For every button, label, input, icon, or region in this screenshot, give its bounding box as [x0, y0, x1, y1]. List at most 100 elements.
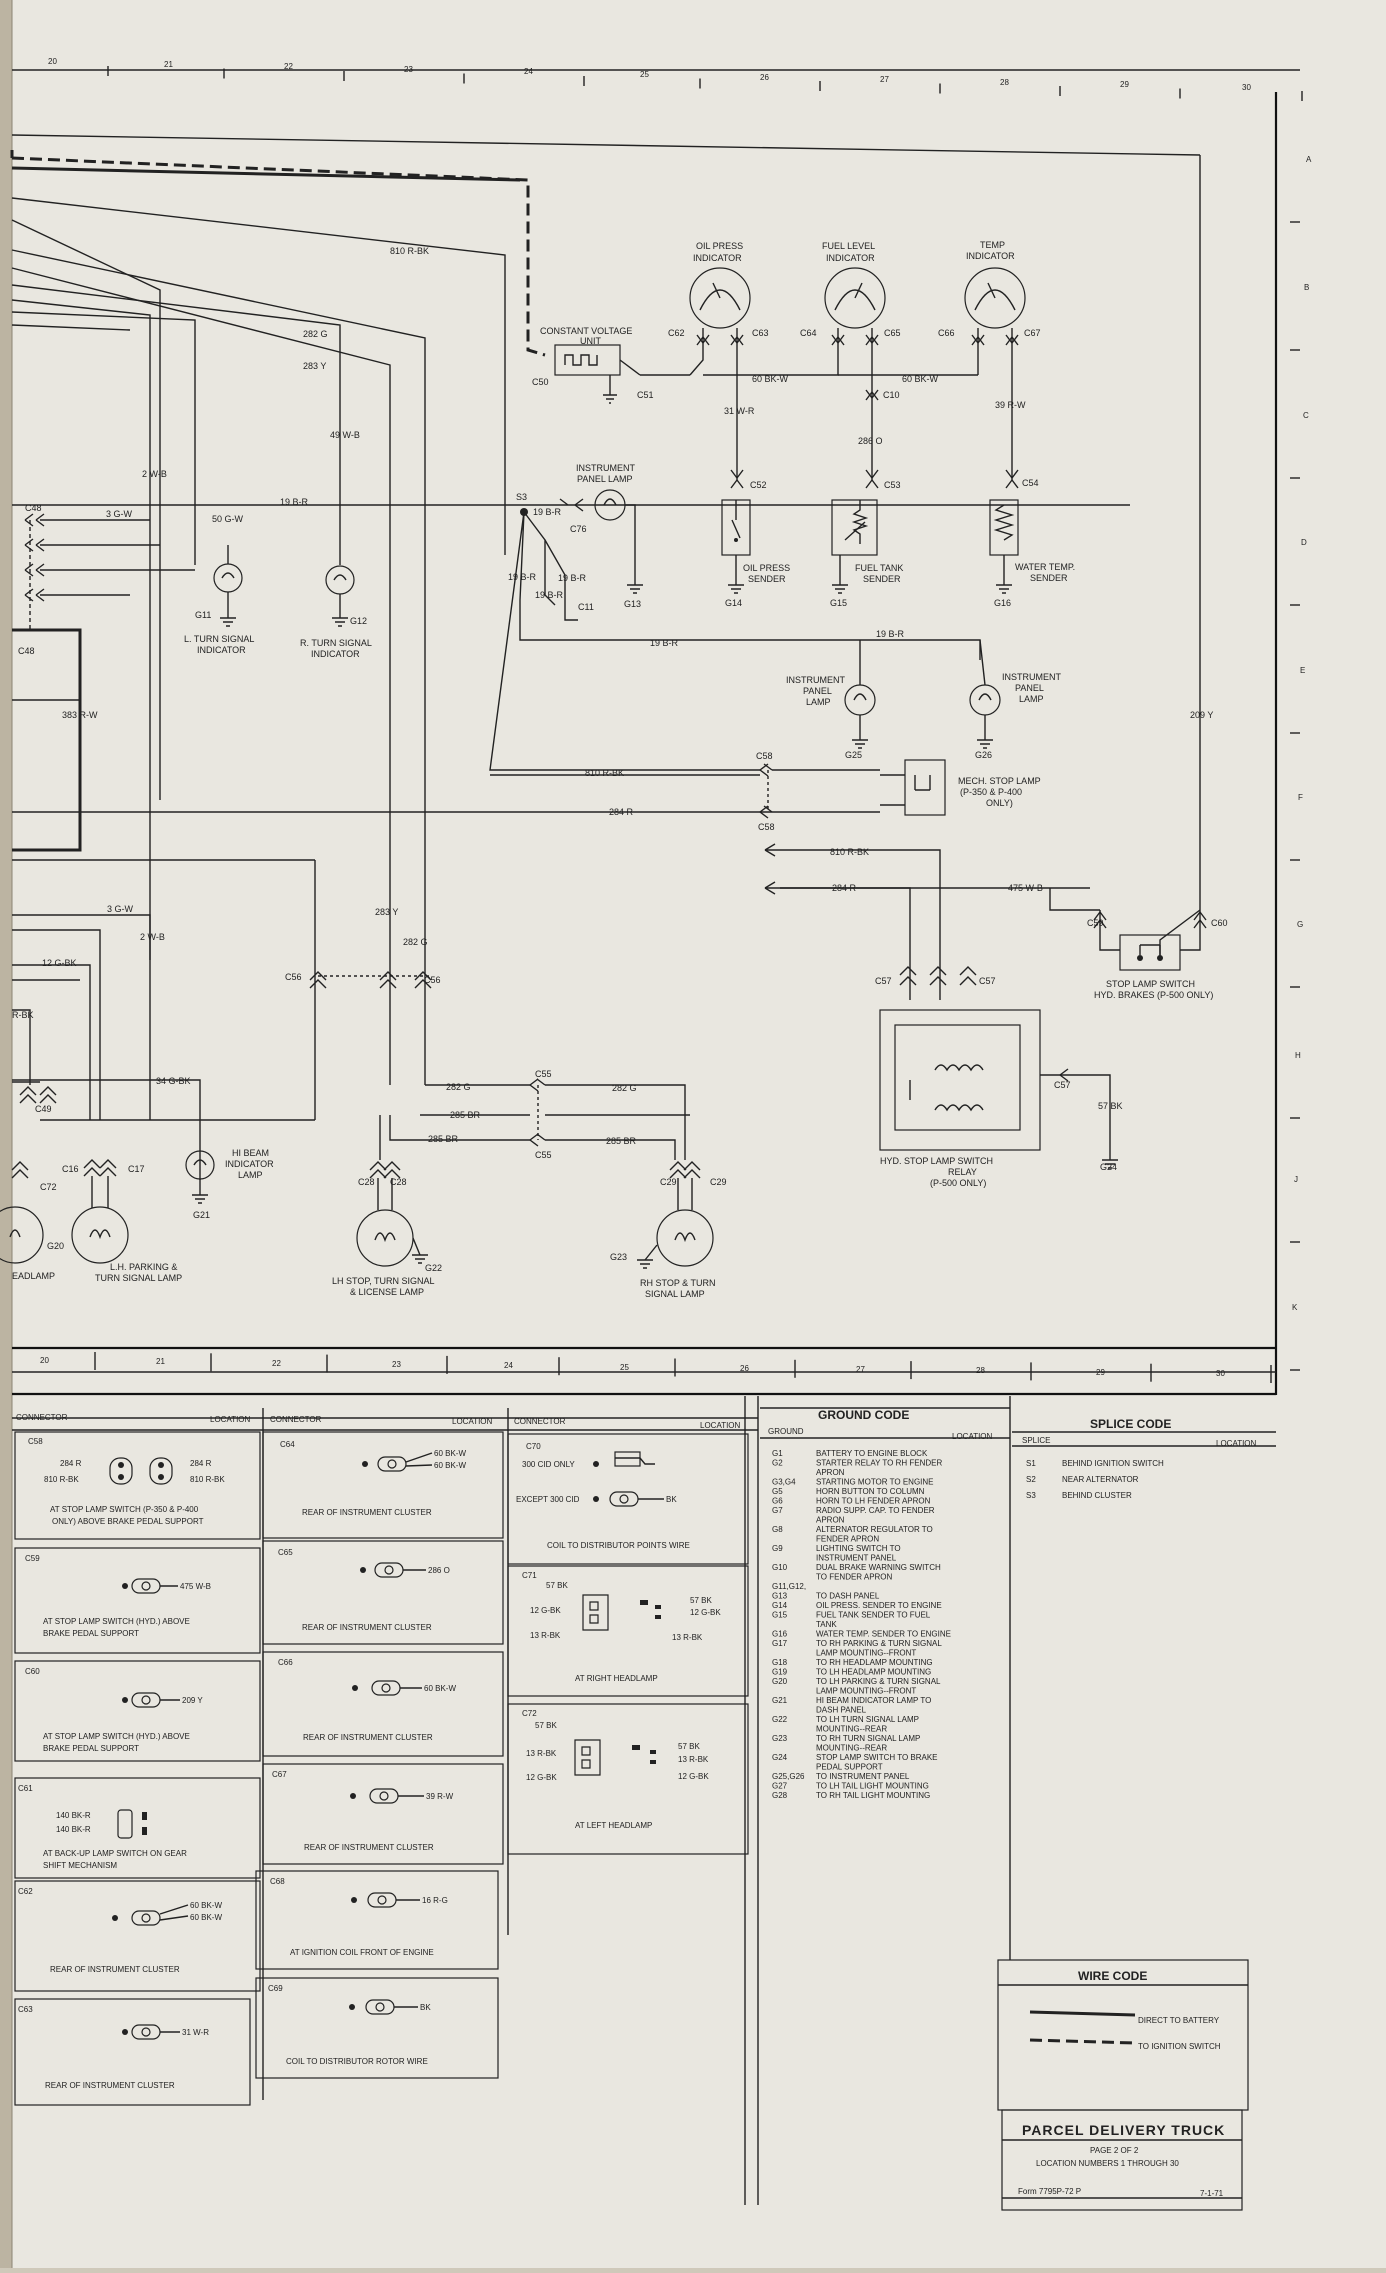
grid-row-B: B — [1304, 283, 1309, 292]
label-19br-e: 19 B-R — [535, 590, 564, 600]
c71-wire-r3: 13 R-BK — [672, 1633, 703, 1642]
ground-desc-18-1: DASH PANEL — [816, 1706, 867, 1715]
c70-wire: BK — [666, 1495, 677, 1504]
label-c63: C63 — [752, 328, 769, 338]
c59-desc-2: BRAKE PEDAL SUPPORT — [43, 1629, 139, 1638]
title-page: PAGE 2 OF 2 — [1090, 2146, 1139, 2155]
wire-code-title: WIRE CODE — [1078, 1969, 1147, 1983]
label-g22: G22 — [425, 1263, 442, 1273]
label-ipl-mid-1: INSTRUMENT — [786, 675, 845, 685]
label-c10: C10 — [883, 390, 900, 400]
label-relay-1: HYD. STOP LAMP SWITCH — [880, 1156, 993, 1166]
label-c62: C62 — [668, 328, 685, 338]
wire-code-battery: DIRECT TO BATTERY — [1138, 2016, 1220, 2025]
c58-wire-r1: 284 R — [190, 1459, 212, 1468]
grid-top-22: 22 — [284, 62, 293, 71]
c72-wire-l1: 57 BK — [535, 1721, 557, 1730]
ground-code-13: G16 — [772, 1630, 788, 1639]
ground-desc-10-0: TO DASH PANEL — [816, 1592, 880, 1601]
ground-desc-17-0: TO LH PARKING & TURN SIGNAL — [816, 1677, 941, 1686]
ground-desc-6-0: ALTERNATOR REGULATOR TO — [816, 1525, 933, 1534]
connector-c56 — [309, 971, 432, 989]
label-mech-stop-2: (P-350 & P-400 — [960, 787, 1022, 797]
label-c55-b: C55 — [535, 1150, 552, 1160]
c68-code: C68 — [270, 1877, 285, 1886]
c67-code: C67 — [272, 1770, 287, 1779]
c67-wire: 39 R-W — [426, 1792, 454, 1801]
label-c52: C52 — [750, 480, 767, 490]
label-lh-stop-2: & LICENSE LAMP — [350, 1287, 424, 1297]
title-form: Form 7795P-72 P — [1018, 2187, 1081, 2196]
splice-desc-2: BEHIND CLUSTER — [1062, 1491, 1132, 1500]
label-282g-c: 282 G — [446, 1082, 471, 1092]
label-c57-a: C57 — [875, 976, 892, 986]
c72-wire-l3: 12 G-BK — [526, 1773, 557, 1782]
c61-wire-1: 140 BK-R — [56, 1811, 91, 1820]
conn-c64: C64 60 BK-W 60 BK-W REAR OF INSTRUMENT C… — [262, 1431, 504, 1539]
connector-c57-top — [899, 966, 977, 986]
label-c59: C59 — [1087, 918, 1104, 928]
label-ipl-right-3: LAMP — [1019, 694, 1044, 704]
label-c54: C54 — [1022, 478, 1039, 488]
c71-wire-l3: 13 R-BK — [530, 1631, 561, 1640]
hi-beam-indicator-lamp — [185, 1150, 215, 1204]
label-c29-b: C29 — [710, 1177, 727, 1187]
grid-top-26: 26 — [760, 73, 769, 82]
ground-code-10: G13 — [772, 1592, 788, 1601]
label-c56-a: C56 — [285, 972, 302, 982]
grid-row-F: F — [1298, 793, 1303, 802]
label-rh-stop-1: RH STOP & TURN — [640, 1278, 716, 1288]
ground-code-8: G10 — [772, 1563, 788, 1572]
ground-code-9: G11,G12, — [772, 1582, 806, 1591]
label-fuel-sender-1: FUEL TANK — [855, 563, 903, 573]
conn-c60: C60 209 Y AT STOP LAMP SWITCH (HYD.) ABO… — [14, 1660, 261, 1762]
label-c50: C50 — [532, 377, 549, 387]
mech-stop-lamp-switch — [880, 759, 946, 816]
hdr-location-3: LOCATION — [700, 1421, 741, 1430]
ground-code-17: G20 — [772, 1677, 788, 1686]
conn-c69: C69 BK COIL TO DISTRIBUTOR ROTOR WIRE — [255, 1977, 499, 2079]
label-rturn-2: INDICATOR — [311, 649, 360, 659]
label-c16: C16 — [62, 1164, 79, 1174]
ground-code-2: G3,G4 — [772, 1478, 796, 1487]
label-c17: C17 — [128, 1164, 145, 1174]
c67-desc: REAR OF INSTRUMENT CLUSTER — [304, 1843, 434, 1852]
ground-code-5: G7 — [772, 1506, 783, 1515]
ground-hdr-r: LOCATION — [952, 1432, 993, 1441]
label-rh-stop-2: SIGNAL LAMP — [645, 1289, 705, 1299]
label-hibeam-1: HI BEAM — [232, 1148, 269, 1158]
grid-row-C: C — [1303, 411, 1309, 420]
c72-desc: AT LEFT HEADLAMP — [575, 1821, 652, 1830]
c65-code: C65 — [278, 1548, 293, 1557]
c65-desc: REAR OF INSTRUMENT CLUSTER — [302, 1623, 432, 1632]
wire-810rbk — [11, 197, 506, 555]
hdr-connector-3: CONNECTOR — [514, 1417, 566, 1426]
grid-row-J: J — [1294, 1175, 1298, 1184]
label-oil-sender-2: SENDER — [748, 574, 786, 584]
conn-c58: C58 284 R 810 R-BK 284 R 810 R-BK AT STO… — [14, 1431, 261, 1540]
ground-code-3: G5 — [772, 1487, 783, 1496]
label-c51: C51 — [637, 390, 654, 400]
label-283y: 283 Y — [303, 361, 326, 371]
label-2wb: 2 W-B — [142, 469, 167, 479]
label-g23: G23 — [610, 1252, 627, 1262]
ground-desc-5-0: RADIO SUPP. CAP. TO FENDER — [816, 1506, 935, 1515]
grid-row-A: A — [1306, 155, 1312, 164]
label-g21: G21 — [193, 1210, 210, 1220]
hdr-location-2: LOCATION — [452, 1417, 493, 1426]
grid-row-D: D — [1301, 538, 1307, 547]
ground-desc-21-1: PEDAL SUPPORT — [816, 1763, 883, 1772]
label-stop-switch-2: HYD. BRAKES (P-500 ONLY) — [1094, 990, 1213, 1000]
ground-desc-2-0: STARTING MOTOR TO ENGINE — [816, 1478, 934, 1487]
paper — [10, 0, 1386, 2268]
ground-desc-11-0: OIL PRESS. SENDER TO ENGINE — [816, 1601, 942, 1610]
c72-code: C72 — [522, 1709, 537, 1718]
label-g14: G14 — [725, 598, 742, 608]
label-lh-parking-1: L.H. PARKING & — [110, 1262, 177, 1272]
c66-wire: 60 BK-W — [424, 1684, 456, 1693]
oil-press-sender — [721, 499, 751, 594]
c65-wire: 286 O — [428, 1566, 450, 1575]
ground-desc-18-0: HI BEAM INDICATOR LAMP TO — [816, 1696, 931, 1705]
